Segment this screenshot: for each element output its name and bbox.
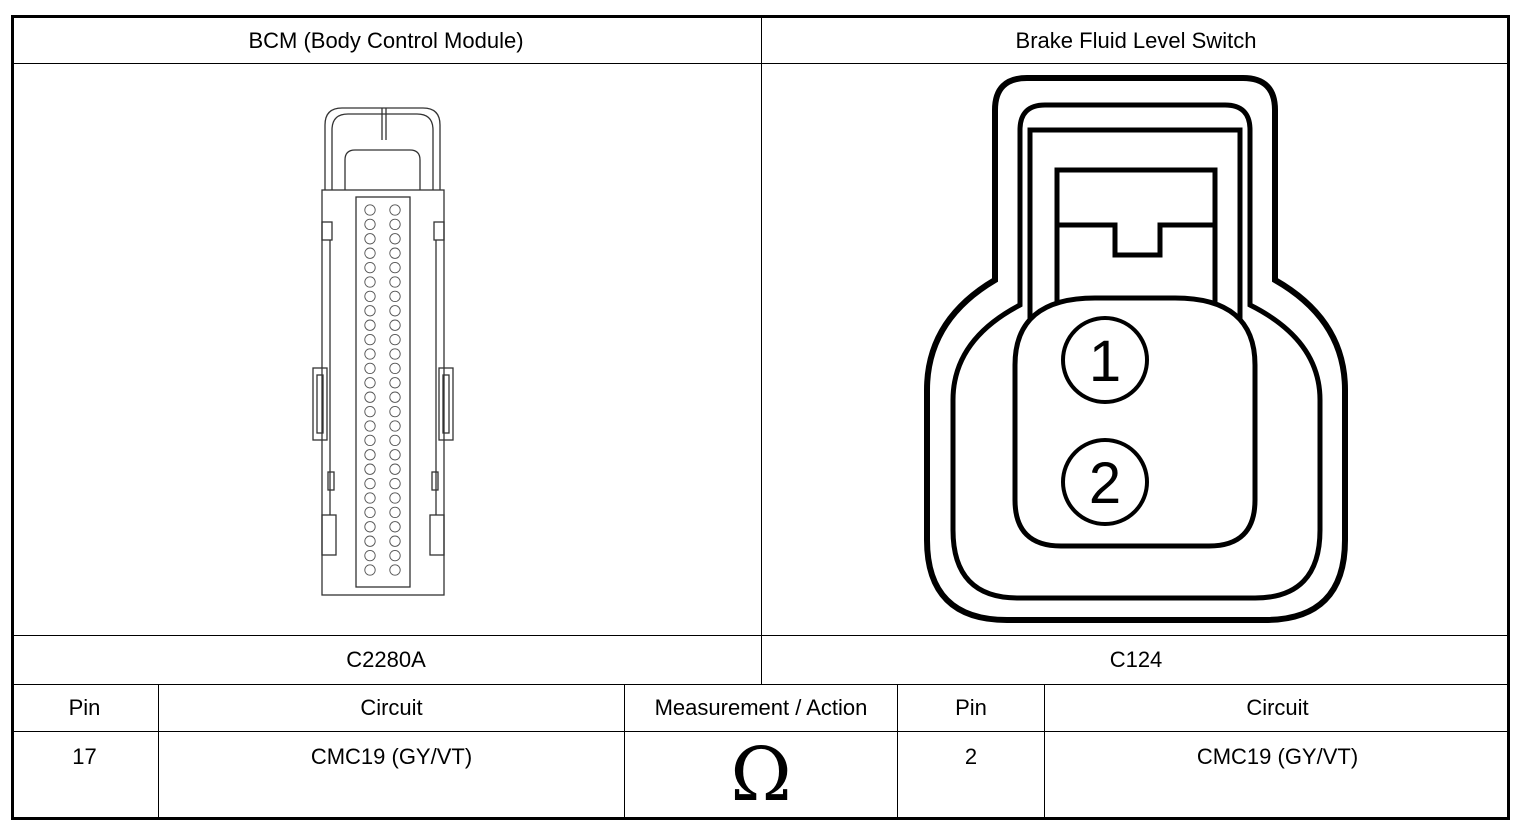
bcm-cavity [389,434,401,447]
bcm-cavity [364,305,376,317]
switch-pin-1: 1 [1061,316,1149,404]
bcm-cavity [389,348,401,360]
bcm-cavity [364,549,376,562]
bcm-cavity [389,233,401,245]
row-circuit-right: CMC19 (GY/VT) [1196,744,1359,769]
divider-table-header [11,731,1510,732]
bcm-cavity [389,319,401,331]
bcm-cavity [364,391,376,403]
bcm-cavity [364,463,376,475]
col-header-pin-left: Pin [68,695,101,720]
bcm-cavity [364,333,376,346]
bcm-cavity [389,492,401,504]
col-header-measurement: Measurement / Action [654,695,868,720]
bcm-cavity [389,535,401,547]
bcm-cavity [389,521,401,533]
bcm-connector-drawing [312,107,454,596]
bcm-cavity [389,261,401,274]
divider-col-1 [158,684,159,820]
bcm-cavity [364,521,376,533]
bcm-cavity [364,218,376,231]
bcm-cavity [364,290,376,303]
bcm-cavity [364,276,376,288]
bcm-cavity [389,391,401,403]
bcm-cavity [389,405,401,418]
bcm-cavity [389,218,401,231]
switch-pin-2: 2 [1061,438,1149,526]
bcm-cavity [364,535,376,547]
divider-col-2 [624,684,625,820]
bcm-cavity [389,463,401,475]
bcm-cavity [389,276,401,288]
bcm-connector-id: C2280A [346,647,426,672]
brake-fluid-switch-connector-drawing: 1 2 [924,75,1348,623]
row-pin-left: 17 [72,744,97,769]
bcm-cavity [389,564,401,576]
divider-col-3 [897,684,898,820]
diagram-frame [11,15,1510,820]
bcm-cavity [389,290,401,303]
bcm-cavity [389,420,401,432]
bcm-cavity [389,549,401,562]
divider-header [11,63,1510,64]
col-header-circuit-right: Circuit [1246,695,1309,720]
bcm-cavity [389,305,401,317]
bcm-cavity [389,477,401,490]
bcm-cavity [364,247,376,259]
bcm-cavity [389,377,401,389]
svg-text:1: 1 [1089,329,1121,394]
bcm-cavity [364,261,376,274]
bcm-cavity [364,506,376,519]
bcm-cavity [364,377,376,389]
bcm-cavity [364,434,376,447]
bcm-cavity [364,449,376,461]
bcm-cavity [389,247,401,259]
bcm-cavity [389,204,401,216]
bcm-cavity [364,405,376,418]
bcm-cavity [364,492,376,504]
divider-center [761,15,762,685]
divider-col-4 [1044,684,1045,820]
bcm-cavity [364,420,376,432]
bcm-cavity [389,506,401,519]
bcm-cavity [364,233,376,245]
bcm-cavity [389,449,401,461]
divider-connector-id [11,684,1510,685]
bcm-cavity [364,348,376,360]
bcm-cavity [364,319,376,331]
brake-fluid-switch-header: Brake Fluid Level Switch [1015,27,1257,53]
divider-image-bottom [11,635,1510,636]
col-header-pin-right: Pin [955,695,987,720]
bcm-cavity [364,204,376,216]
ohm-symbol: Ω [730,732,792,818]
svg-text:2: 2 [1089,451,1121,516]
bcm-cavity [364,477,376,490]
bcm-cavity [364,564,376,576]
bcm-cavity [389,333,401,346]
col-header-circuit-left: Circuit [360,695,423,720]
row-circuit-left: CMC19 (GY/VT) [310,744,473,769]
bcm-cavity [364,362,376,375]
row-pin-right: 2 [964,744,978,769]
bcm-header: BCM (Body Control Module) [248,27,524,53]
bcm-cavity [389,362,401,375]
switch-connector-id: C124 [1109,647,1163,672]
